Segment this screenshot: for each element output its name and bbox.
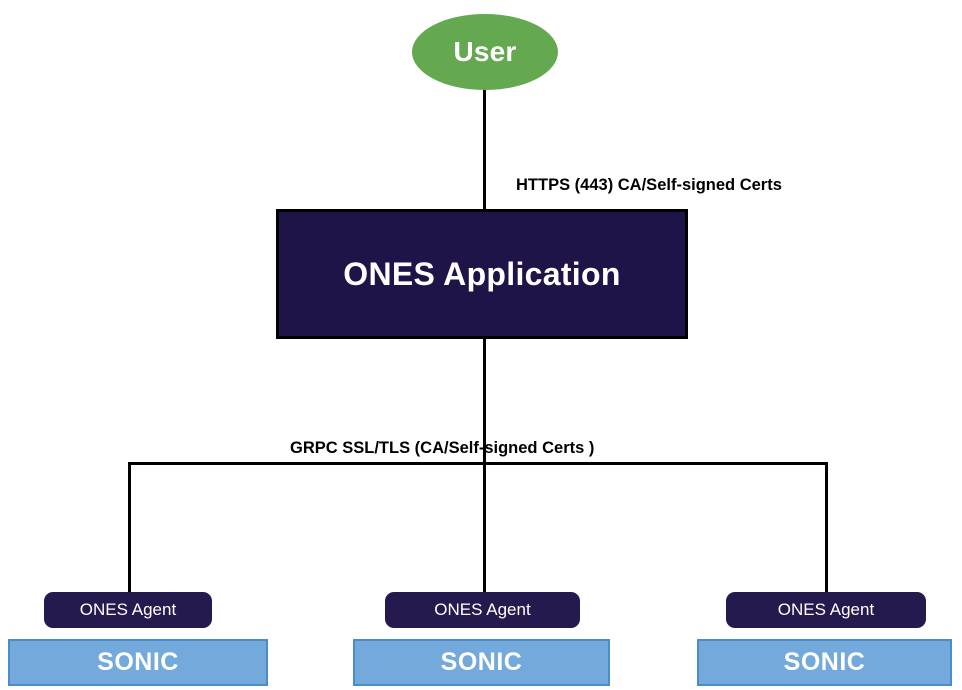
connector-bus-to-agent-0 [128,462,131,594]
node-ones-agent-2-label: ONES Agent [777,600,875,619]
connector-bus-to-agent-2 [825,462,828,594]
edge-label-application-to-agents: GRPC SSL/TLS (CA/Self-signed Certs ) [290,386,594,511]
connector-agent-bus [128,462,828,465]
node-sonic-2: SONIC [697,639,952,686]
node-ones-application-label: ONES Application [343,255,621,292]
node-sonic-1-label: SONIC [440,648,523,676]
node-user-label: User [453,36,517,67]
node-sonic-2-label: SONIC [783,648,866,676]
edge-label-user-to-application-line-1: HTTPS (443) CA/Self-signed Certs [516,176,782,194]
node-ones-agent-1-label: ONES Agent [434,600,531,619]
connector-bus-to-agent-1 [483,462,486,594]
node-ones-agent-2: ONES Agent [726,592,926,628]
connector-application-to-bus [483,338,486,465]
edge-label-application-to-agents-line-1: GRPC SSL/TLS (CA/Self-signed Certs ) [290,439,595,457]
node-sonic-1: SONIC [353,639,610,686]
node-sonic-0-label: SONIC [97,648,179,676]
node-ones-agent-1: ONES Agent [385,592,580,628]
connector-user-to-application [483,86,486,211]
node-ones-application: ONES Application [276,209,688,339]
node-sonic-0: SONIC [8,639,268,686]
node-ones-agent-0: ONES Agent [44,592,212,628]
node-ones-agent-0-label: ONES Agent [79,600,177,619]
node-user: User [412,14,558,90]
